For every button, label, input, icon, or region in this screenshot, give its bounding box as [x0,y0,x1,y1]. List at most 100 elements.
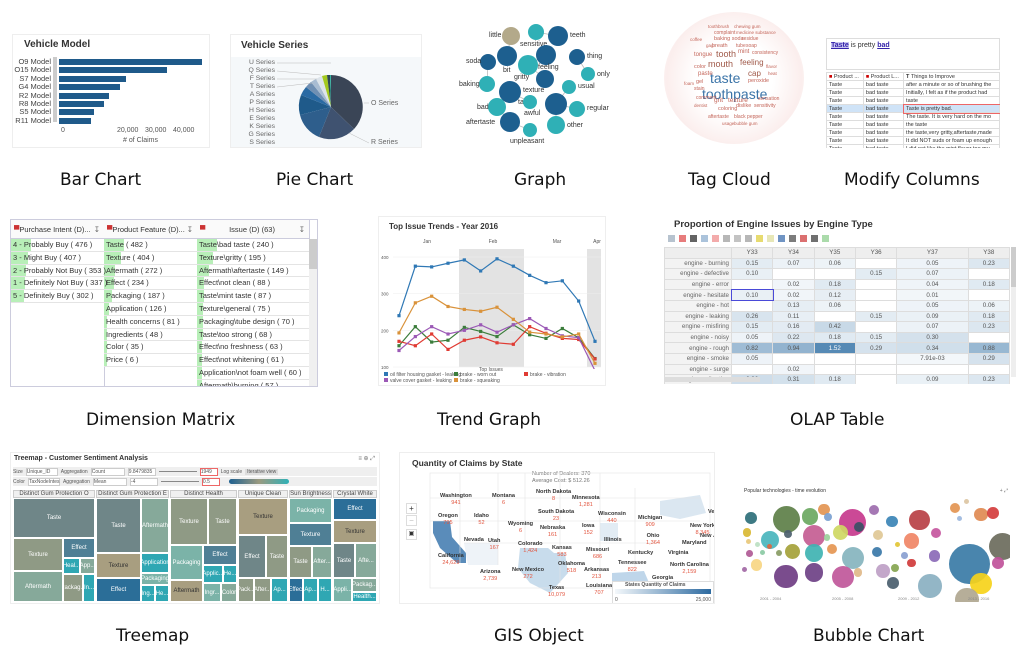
color-gradient[interactable] [228,479,289,484]
bubble[interactable] [974,507,988,522]
treemap-cell[interactable]: Appli... [333,578,352,602]
bubble[interactable] [760,530,780,550]
treemap-cell[interactable]: Taste [13,498,95,538]
bubble[interactable] [742,566,748,572]
olap-scrollbar[interactable] [1011,247,1016,377]
treemap-cell[interactable]: Packag... [352,578,377,592]
size-slider[interactable] [158,471,197,472]
bubble[interactable] [759,550,765,556]
bubble[interactable] [868,504,880,515]
size-select[interactable]: Unique_ID [25,467,58,476]
treemap-cell[interactable]: In... [83,574,95,602]
tag[interactable]: gag [706,43,714,48]
color-agg-select[interactable]: Mean [92,477,127,486]
dm-item[interactable]: Texture\gritty ( 195 ) [197,251,309,265]
bubble[interactable] [804,563,824,582]
graph-node[interactable] [479,76,495,92]
tag[interactable]: tongue [694,52,713,58]
tag[interactable]: black pepper [734,114,763,120]
col-product[interactable]: ■ Product ... [826,72,864,81]
outline-icon[interactable] [745,235,752,242]
dm-column-header[interactable]: ▀ Purchase Intent (D)...↧ [11,220,104,239]
treemap-cell[interactable]: Texture [170,498,208,545]
olap-cell[interactable] [813,363,856,376]
olap-cell[interactable]: 0.31 [772,374,815,384]
bar[interactable] [59,84,121,91]
treemap-group-header[interactable]: Unique Clean [238,490,288,498]
olap-row-header[interactable]: engine - noisy [664,331,732,344]
treemap-cell[interactable]: Effect [238,535,266,578]
bubble[interactable] [918,574,942,598]
olap-cell[interactable] [854,257,898,270]
tag[interactable]: baking soda [714,36,744,42]
tag[interactable]: sensation [758,96,780,102]
col-things-to-improve[interactable]: T Things to Improve [903,72,1000,81]
bubble[interactable] [742,528,751,537]
olap-cell[interactable]: 1.52 [813,342,856,354]
bubble[interactable] [853,521,864,532]
tag[interactable]: toothpaste [702,86,768,102]
sort-icon[interactable]: ↧ [186,224,193,234]
olap-row-header[interactable]: engine - leaking [664,310,732,323]
treemap-cell[interactable]: Effect [333,498,377,520]
olap-cell[interactable] [854,278,898,291]
bubble[interactable] [784,543,801,559]
dm-item[interactable]: Aftermath\aftertaste ( 149 ) [197,264,309,278]
olap-cell[interactable]: 0.05 [730,352,774,365]
legend-item[interactable]: oil filter housing gasket - leaking [384,372,461,378]
color-select[interactable]: TaxNodeIntes [27,477,60,486]
sort-icon[interactable] [712,235,719,242]
treemap-cell[interactable]: Texture [13,538,63,571]
olap-cell[interactable]: 0.04 [896,278,969,291]
bubble[interactable] [823,513,832,522]
olap-column-header[interactable]: Y36 [854,247,898,259]
olap-cell[interactable] [772,352,815,365]
graph-node[interactable] [523,95,537,109]
olap-cell[interactable]: 0.09 [896,310,969,323]
olap-cell[interactable]: 0.23 [967,257,1011,270]
bubble[interactable] [907,558,916,568]
treemap-cell[interactable]: Heal... [63,558,80,574]
graph-node[interactable] [581,67,595,81]
bubble[interactable] [826,543,837,554]
olap-cell[interactable]: 0.07 [896,268,969,280]
bubble[interactable] [754,541,760,547]
bubble[interactable] [773,564,798,589]
treemap-cell[interactable]: After... [254,578,271,602]
state-label[interactable]: Kentucky [628,550,654,556]
color-min-input[interactable]: -4 [129,477,158,486]
state-label[interactable]: Virginia [668,550,689,556]
olap-cell[interactable] [854,363,898,376]
tag[interactable]: toothbrush [708,24,730,29]
bubble[interactable] [832,565,855,588]
state-label[interactable]: Vermont [708,509,715,515]
treemap-cell[interactable]: Texture [333,520,377,543]
olap-cell[interactable]: 0.22 [772,331,815,344]
bubble[interactable] [804,543,824,563]
treemap-cell[interactable]: App... [80,558,95,574]
graph-node[interactable] [548,26,568,46]
olap-cell[interactable] [967,331,1011,344]
tag[interactable]: tooth [716,49,737,59]
dm-item[interactable]: Effect ( 234 ) [104,277,197,291]
bubble[interactable] [772,506,800,534]
graph-node[interactable] [497,46,517,66]
treemap-cell[interactable]: Ingr... [203,583,221,602]
bubble[interactable] [969,572,992,595]
olap-row-header[interactable]: engine - rough [664,342,732,354]
bubble[interactable] [750,558,763,571]
color-max-input[interactable]: 0.5 [201,477,220,486]
treemap-group-header[interactable]: Distinct Gum Protection O [13,490,95,498]
bubble[interactable] [744,512,757,524]
bubble[interactable] [873,530,884,541]
layout-icon[interactable] [668,235,675,242]
